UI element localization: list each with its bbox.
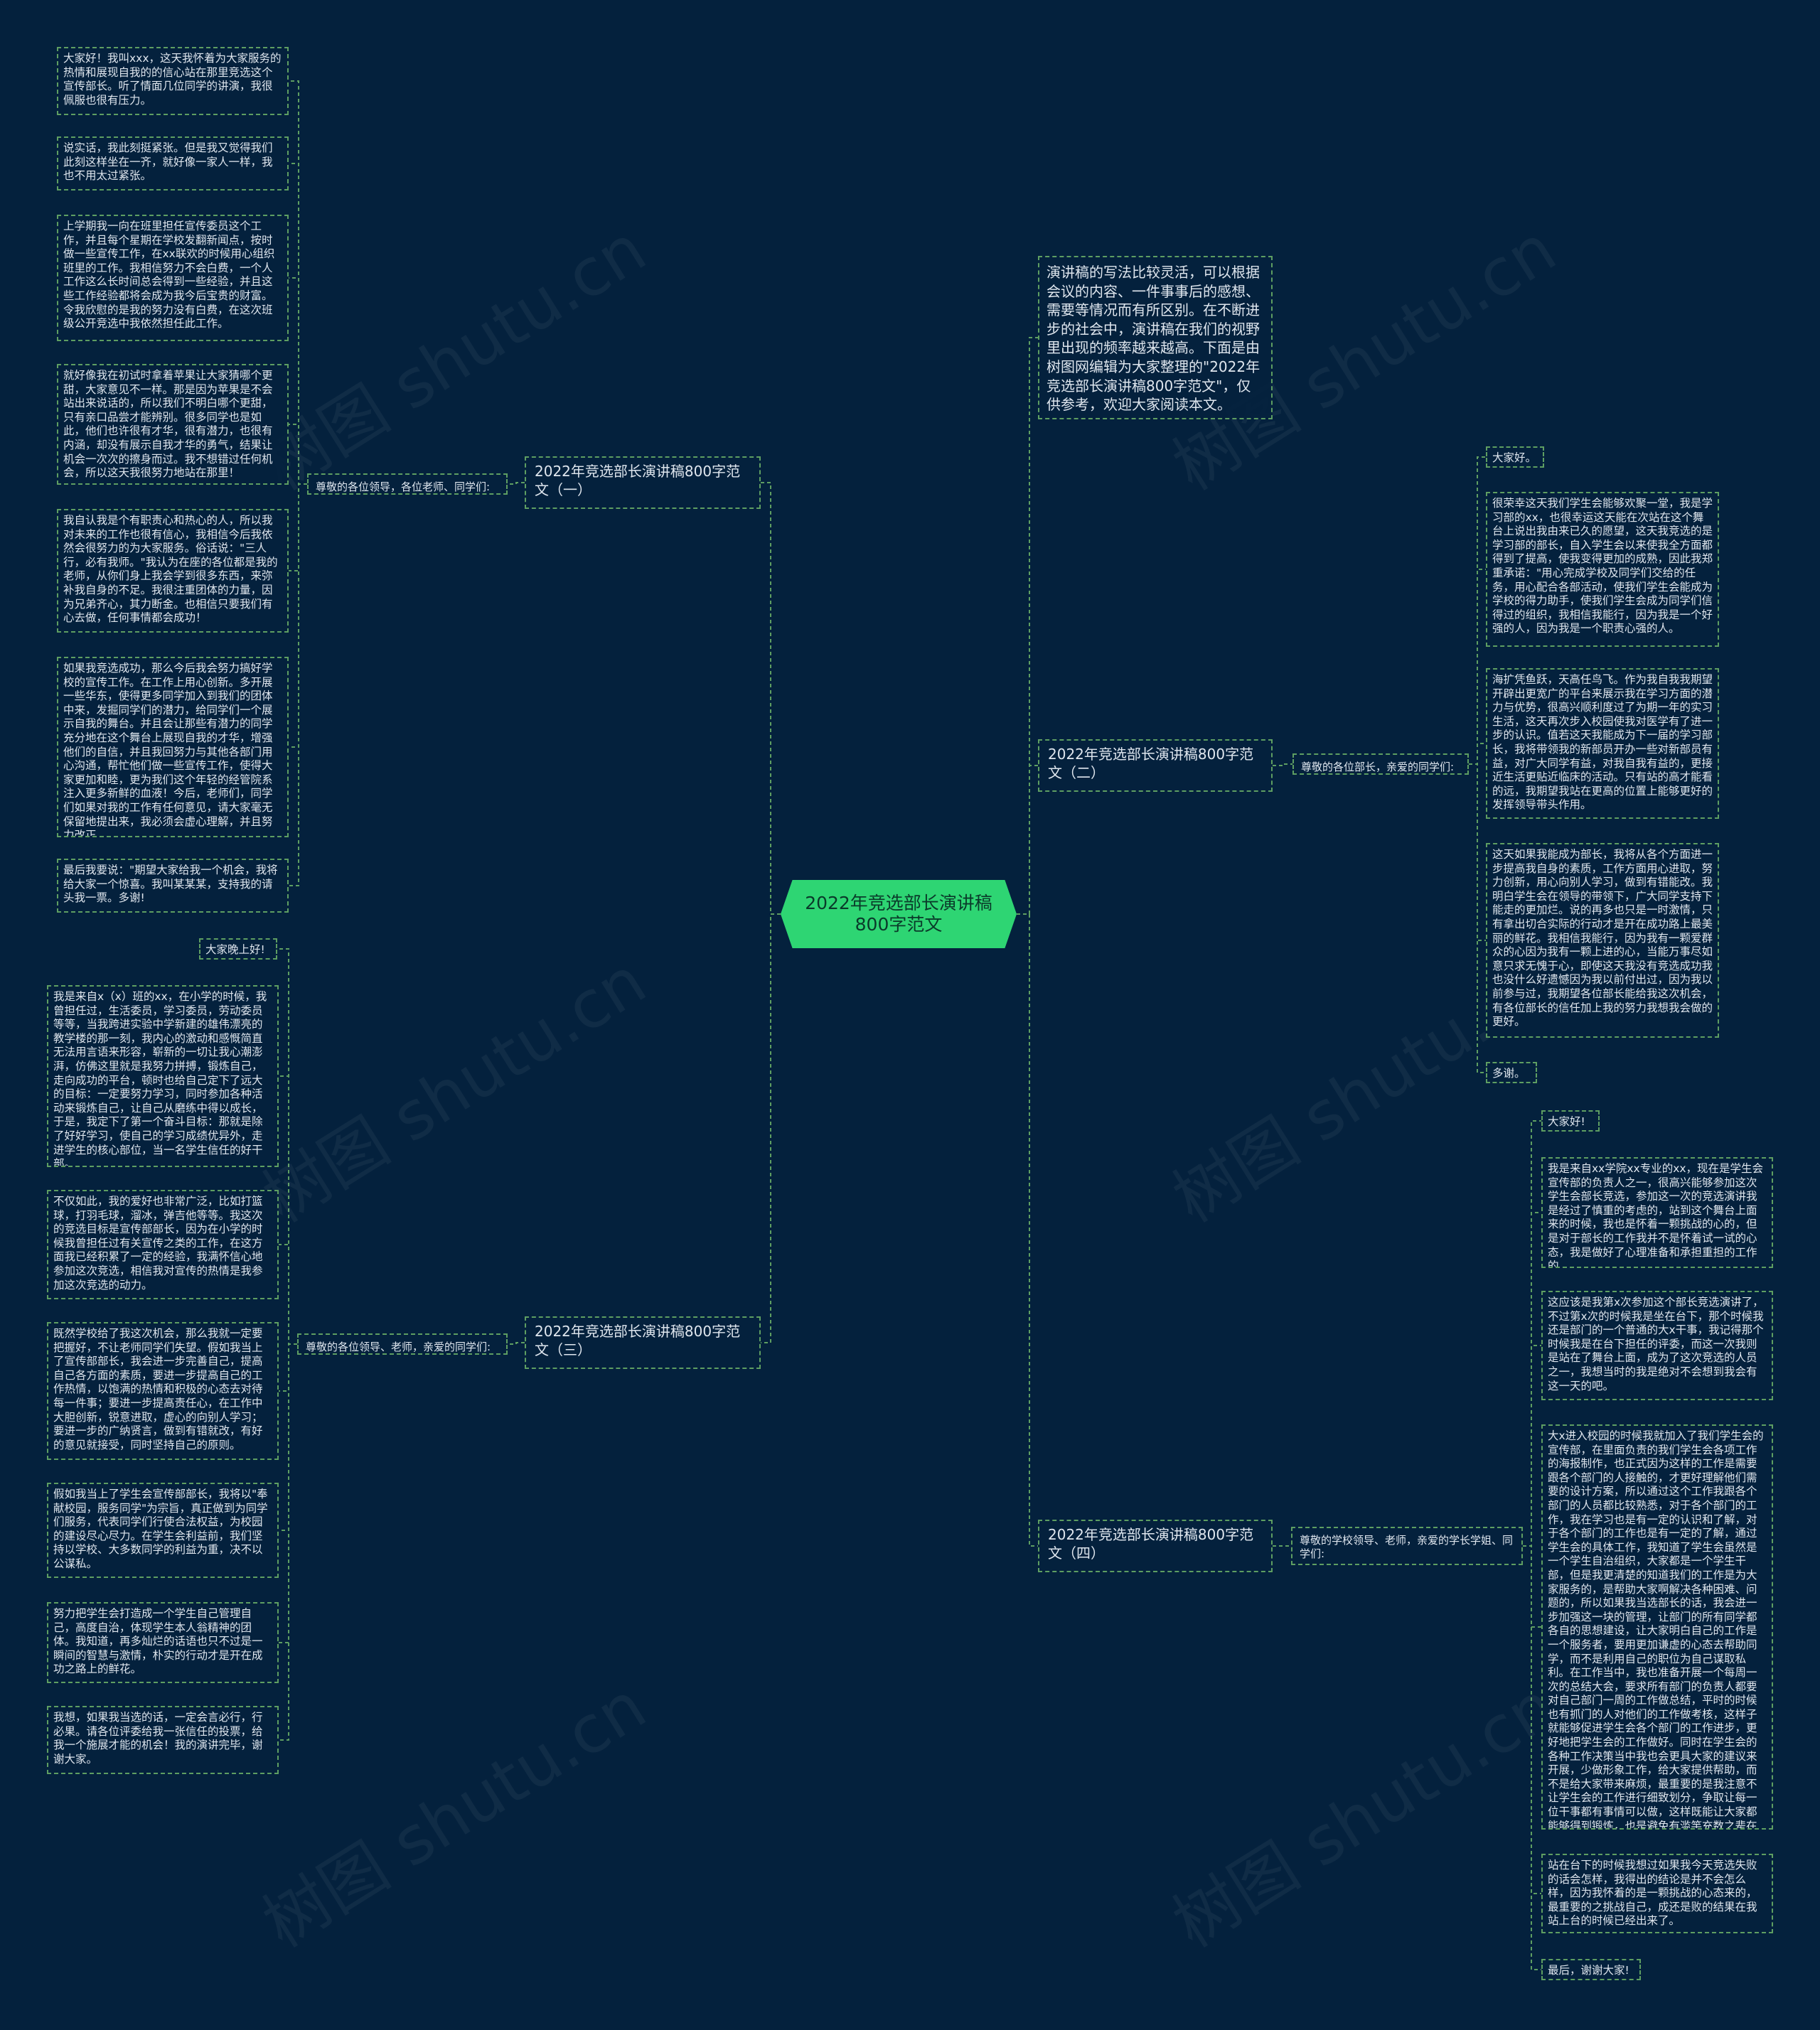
connector-line bbox=[1469, 569, 1486, 765]
branch-4-greeting[interactable]: 尊敬的学校领导、老师，亲爱的学长学姐、同学们: bbox=[1291, 1527, 1523, 1565]
branch-3-greeting[interactable]: 尊敬的各位领导、老师，亲爱的同学们: bbox=[297, 1333, 508, 1355]
connector-line bbox=[1469, 763, 1486, 1073]
connector-line bbox=[508, 482, 525, 485]
connector-line bbox=[1017, 337, 1038, 915]
branch-2-para-3[interactable]: 海扩凭鱼跃，天高任鸟飞。作为我自我我期望开辟出更宽广的平台来展示我在学习方面的潜… bbox=[1486, 668, 1719, 819]
branch-1-para-1[interactable]: 大家好！我叫xxx，这天我怀着为大家服务的热情和展现自我的的信心站在那里竞选这个… bbox=[57, 47, 289, 115]
branch-2-para-5[interactable]: 多谢。 bbox=[1486, 1062, 1537, 1083]
branch-2-title[interactable]: 2022年竞选部长演讲稿800字范文（二） bbox=[1038, 739, 1273, 792]
connector-line bbox=[508, 1342, 525, 1345]
branch-1-para-2[interactable]: 说实话，我此刻挺紧张。但是我又觉得我们此刻这样坐在一齐，就好像一家人一样，我也不… bbox=[57, 136, 289, 190]
intro-node[interactable]: 演讲稿的写法比较灵活，可以根据会议的内容、一件事事后的感想、需要等情况而有所区别… bbox=[1038, 256, 1273, 419]
connector-line bbox=[277, 948, 297, 1345]
connector-line bbox=[279, 1244, 297, 1345]
branch-4-para-2[interactable]: 我是来自xx学院xx专业的xx，现在是学生会宣传部的负责人之一，很高兴能够参加这… bbox=[1541, 1157, 1773, 1268]
connector-line bbox=[289, 483, 307, 748]
branch-3-para-6[interactable]: 努力把学生会打造成一个学生自己管理自己，高度自治，体现学生本人翁精神的团体。我知… bbox=[47, 1602, 279, 1683]
connector-line bbox=[279, 1343, 297, 1531]
branch-2-para-1[interactable]: 大家好。 bbox=[1486, 446, 1544, 468]
branch-1-para-4[interactable]: 就好像我在初试时拿着苹果让大家猜哪个更甜，大家意见不一样。那是因为苹果是不会站出… bbox=[57, 364, 289, 485]
branch-3-para-1[interactable]: 大家晚上好! bbox=[199, 938, 277, 960]
branch-2-para-4[interactable]: 这天如果我能成为部长，我将从各个方面进一步提高我自身的素质，工作方面用心进取，努… bbox=[1486, 843, 1719, 1038]
branch-4-para-5[interactable]: 站在台下的时候我想过如果我今天竞选失败的话会怎样，我得出的结论是并不会怎么样，因… bbox=[1541, 1854, 1773, 1933]
branch-1-para-5[interactable]: 我自认我是个有职责心和热心的人，所以我对未来的工作也很有信心，我相信今后我依然会… bbox=[57, 509, 289, 633]
connector-line bbox=[1523, 1345, 1541, 1547]
branch-3-para-7[interactable]: 我想，如果我当选的话，一定会言必行，行必果。请各位评委给我一张信任的投票，给我一… bbox=[47, 1706, 279, 1774]
branch-3-title[interactable]: 2022年竞选部长演讲稿800字范文（三） bbox=[525, 1316, 761, 1369]
branch-4-para-1[interactable]: 大家好! bbox=[1541, 1110, 1600, 1132]
branch-1-greeting[interactable]: 尊敬的各位领导，各位老师、同学们: bbox=[307, 473, 508, 495]
connector-line bbox=[279, 1075, 297, 1345]
connector-line bbox=[761, 482, 781, 915]
branch-2-para-2[interactable]: 很荣幸这天我们学生会能够欢聚一堂，我是学习部的xx，也很幸运这天能在次站在这个舞… bbox=[1486, 492, 1719, 647]
branch-3-para-4[interactable]: 既然学校给了我这次机会，那么我就一定要把握好，不让老师同学们失望。假如我当上了宣… bbox=[47, 1322, 279, 1460]
branch-2-greeting[interactable]: 尊敬的各位部长，亲爱的同学们: bbox=[1292, 753, 1469, 775]
connector-line bbox=[289, 424, 307, 485]
branch-1-para-7[interactable]: 最后我要说："期望大家给我一个机会，我将给大家一个惊喜。我叫某某某，支持我的请头… bbox=[57, 859, 289, 913]
branch-3-para-5[interactable]: 假如我当上了学生会宣传部部长，我将以"奉献校园，服务同学"为宗旨，真正做到为同学… bbox=[47, 1483, 279, 1578]
branch-4-title[interactable]: 2022年竞选部长演讲稿800字范文（四） bbox=[1038, 1520, 1273, 1572]
branch-4-para-4[interactable]: 大x进入校园的时候我就加入了我们学生会的宣传部，在里面负责的我们学生会各项工作的… bbox=[1541, 1424, 1773, 1830]
connector-line bbox=[279, 1343, 297, 1741]
connector-line bbox=[1523, 1545, 1541, 1970]
root-topic[interactable]: 2022年竞选部长演讲稿800字范文 bbox=[781, 880, 1017, 948]
connector-line bbox=[1017, 765, 1038, 915]
connector-line bbox=[1273, 763, 1292, 766]
connector-line bbox=[761, 913, 781, 1343]
branch-1-title[interactable]: 2022年竞选部长演讲稿800字范文（一） bbox=[525, 456, 761, 509]
connector-line bbox=[1017, 913, 1038, 1547]
connector-line bbox=[289, 277, 307, 485]
branch-4-para-6[interactable]: 最后，谢谢大家! bbox=[1541, 1959, 1641, 1980]
branch-1-para-6[interactable]: 如果我竞选成功，那么今后我会努力搞好学校的宣传工作。在工作上用心创新。多开展一些… bbox=[57, 657, 289, 837]
branch-3-para-2[interactable]: 我是来自x（x）班的xx，在小学的时候，我曾担任过，生活委员，学习委员，劳动委员… bbox=[47, 985, 279, 1167]
connector-line bbox=[1469, 743, 1486, 765]
branch-1-para-3[interactable]: 上学期我一向在班里担任宣传委员这个工作，并且每个星期在学校发翻新闻点，按时做一些… bbox=[57, 215, 289, 341]
branch-3-para-3[interactable]: 不仅如此，我的爱好也非常广泛，比如打篮球，打羽毛球，溜冰，弹吉他等等。我这次的竞… bbox=[47, 1190, 279, 1299]
connector-line bbox=[289, 483, 307, 886]
connector-line bbox=[289, 80, 307, 485]
branch-4-para-3[interactable]: 这应该是我第x次参加这个部长竞选演讲了，不过第x次的时候我是坐在台下，那个时候我… bbox=[1541, 1291, 1773, 1400]
